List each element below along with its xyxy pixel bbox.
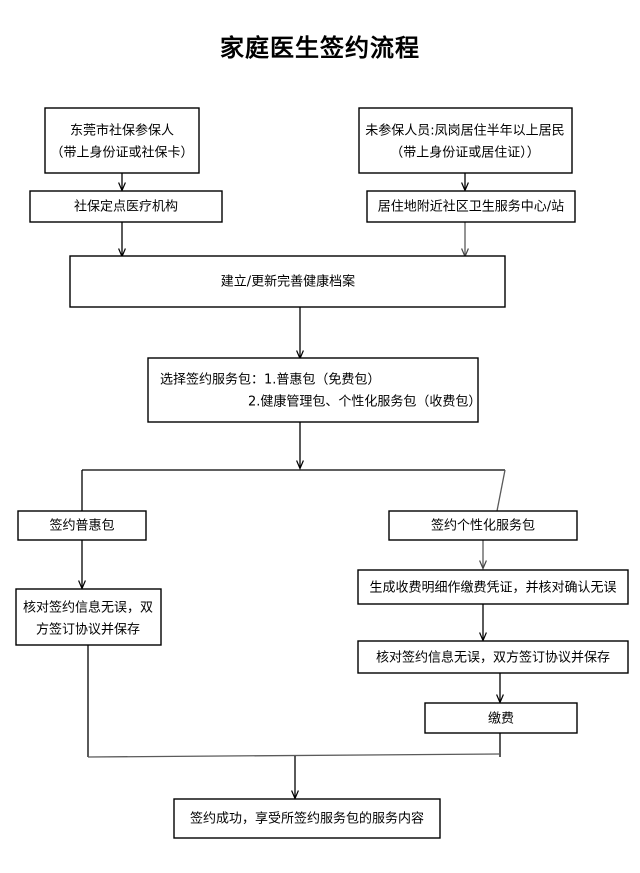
node-community-health-center-label: 居住地附近社区卫生服务中心/站 xyxy=(378,199,564,215)
node-uninsured-person-line-2: （带上身份证或居住证）） xyxy=(390,145,540,161)
node-generate-invoice[interactable]: 生成收费明细作缴费凭证，并核对确认无误 xyxy=(357,569,629,605)
connector-merge-bus xyxy=(87,753,501,758)
node-health-record-label: 建立/更新完善健康档案 xyxy=(221,274,355,290)
node-choose-package[interactable]: 选择签约服务包：1.普惠包（免费包） 2.健康管理包、个性化服务包（收费包） xyxy=(147,357,481,423)
node-sign-personalized-package[interactable]: 签约个性化服务包 xyxy=(388,510,578,541)
connector-split-right-drop xyxy=(496,469,506,512)
node-choose-package-line-1: 选择签约服务包：1.普惠包（免费包） xyxy=(160,372,380,388)
page-title: 家庭医生签约流程 xyxy=(220,34,420,62)
node-health-record[interactable]: 建立/更新完善健康档案 xyxy=(69,255,506,308)
node-payment-label: 缴费 xyxy=(488,712,514,727)
node-sign-free-package[interactable]: 签约普惠包 xyxy=(17,510,147,541)
node-uninsured-person[interactable]: 未参保人员:凤岗居住半年以上居民 （带上身份证或居住证）） xyxy=(358,107,573,174)
node-sign-free-package-label: 签约普惠包 xyxy=(49,518,114,534)
node-verify-sign-left-line-2: 方签订协议并保存 xyxy=(36,622,140,638)
node-insured-person-line-2: （带上身份证或社保卡） xyxy=(50,145,193,161)
node-community-health-center[interactable]: 居住地附近社区卫生服务中心/站 xyxy=(366,190,576,223)
node-payment[interactable]: 缴费 xyxy=(424,702,578,734)
node-insured-person[interactable]: 东莞市社保参保人 （带上身份证或社保卡） xyxy=(44,107,200,174)
node-insured-person-line-1: 东莞市社保参保人 xyxy=(70,123,174,139)
node-verify-sign-left[interactable]: 核对签约信息无误，双 方签订协议并保存 xyxy=(15,588,162,646)
node-verify-sign-right-label: 核对签约信息无误，双方签订协议并保存 xyxy=(376,650,610,666)
node-designated-institution[interactable]: 社保定点医疗机构 xyxy=(29,190,223,223)
node-choose-package-line-2: 2.健康管理包、个性化服务包（收费包） xyxy=(248,394,481,410)
node-designated-institution-label: 社保定点医疗机构 xyxy=(74,199,178,215)
node-sign-personalized-package-label: 签约个性化服务包 xyxy=(431,518,535,534)
node-verify-sign-right[interactable]: 核对签约信息无误，双方签订协议并保存 xyxy=(357,640,629,674)
node-uninsured-person-line-1: 未参保人员:凤岗居住半年以上居民 xyxy=(365,123,564,139)
node-verify-sign-left-line-1: 核对签约信息无误，双 xyxy=(23,600,153,616)
node-success[interactable]: 签约成功，享受所签约服务包的服务内容 xyxy=(173,798,441,839)
node-generate-invoice-label: 生成收费明细作缴费凭证，并核对确认无误 xyxy=(369,581,616,596)
node-success-label: 签约成功，享受所签约服务包的服务内容 xyxy=(190,811,424,827)
